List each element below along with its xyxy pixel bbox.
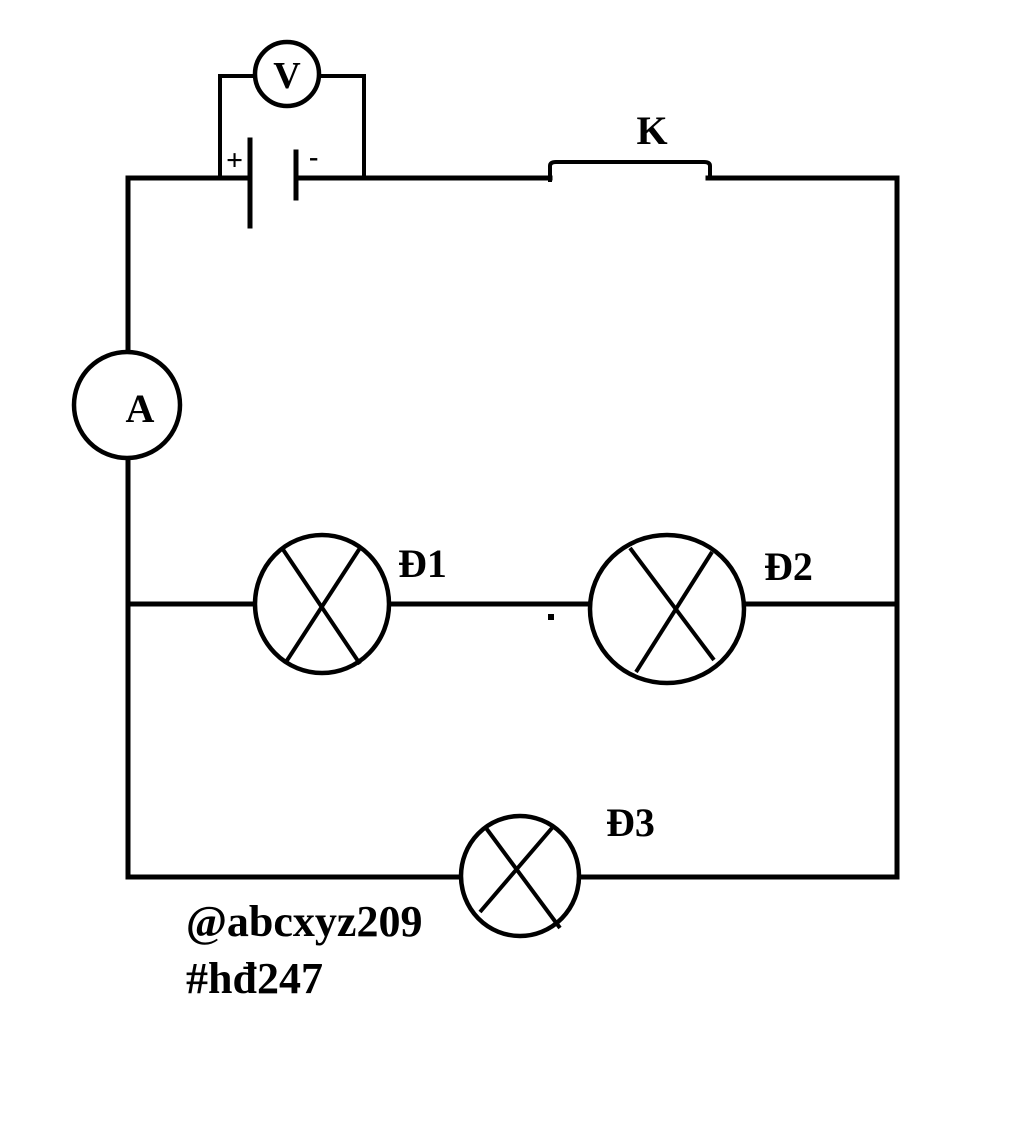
ammeter-circle bbox=[71, 349, 183, 461]
lamp-d1-cross-b bbox=[284, 546, 362, 664]
watermark-line2: #hđ247 bbox=[186, 954, 323, 1003]
lamp-d3: Đ3 bbox=[458, 800, 655, 939]
voltmeter-lead-left bbox=[218, 74, 256, 178]
lamp-d2-circle bbox=[587, 532, 747, 686]
lamp-d3-cross-a bbox=[484, 826, 562, 930]
lamp-d3-label: Đ3 bbox=[606, 800, 655, 845]
lamp-d3-cross-b bbox=[478, 826, 554, 914]
junction-dot bbox=[548, 614, 554, 620]
battery-minus-sign: - bbox=[309, 142, 318, 173]
lamp-d2-label: Đ2 bbox=[764, 544, 813, 589]
lamp-d1: Đ1 bbox=[252, 532, 447, 676]
switch-blade bbox=[548, 160, 712, 182]
watermark-line1: @abcxyz209 bbox=[186, 897, 422, 946]
lamp-d2-cross-a bbox=[628, 546, 716, 662]
wire-top-left bbox=[125, 175, 253, 353]
ammeter-label: A bbox=[126, 386, 155, 431]
voltmeter: V bbox=[218, 39, 366, 178]
battery: + - bbox=[226, 137, 318, 229]
voltmeter-label: V bbox=[273, 55, 301, 97]
switch-k: K bbox=[548, 108, 712, 182]
lamp-d2-cross-b bbox=[634, 550, 714, 674]
circuit-wires bbox=[125, 175, 900, 880]
lamp-d2: Đ2 bbox=[587, 532, 813, 686]
battery-plus-sign: + bbox=[226, 144, 243, 177]
voltmeter-lead-right bbox=[318, 74, 366, 178]
lamp-d1-label: Đ1 bbox=[398, 541, 447, 586]
watermark: @abcxyz209 #hđ247 bbox=[186, 897, 422, 1003]
voltmeter-circle bbox=[252, 39, 322, 109]
wire-left-bottom bbox=[125, 457, 465, 880]
ammeter: A bbox=[71, 349, 183, 461]
switch-label: K bbox=[636, 108, 667, 153]
wire-right bbox=[705, 175, 900, 880]
